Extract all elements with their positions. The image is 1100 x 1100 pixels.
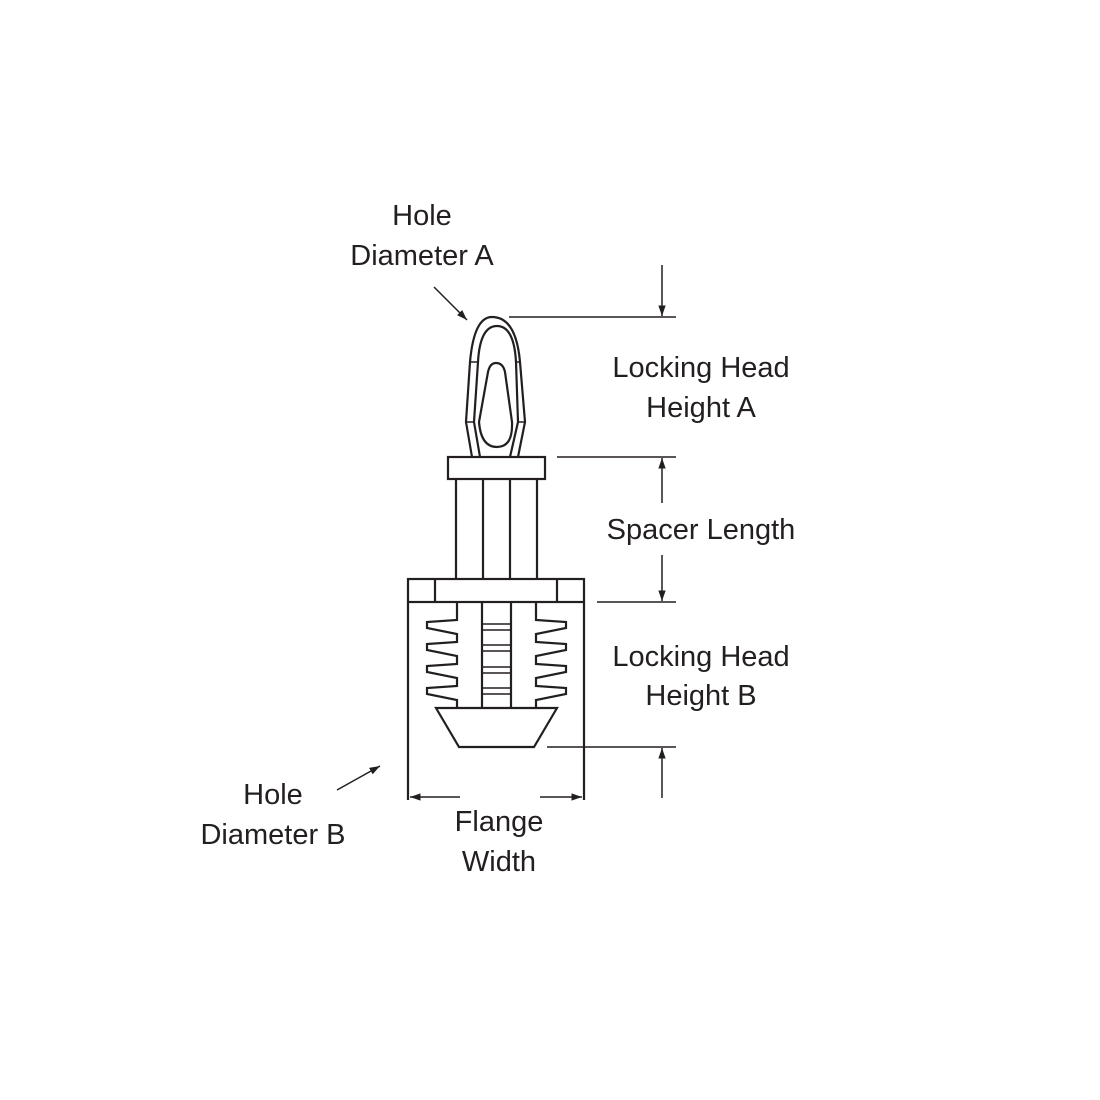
label-locking-head-height-b-line2: Height B: [645, 680, 756, 712]
label-hole-diameter-b-line1: Hole: [243, 779, 303, 811]
spacer-posts: [454, 479, 539, 579]
label-spacer-length: Spacer Length: [607, 514, 796, 546]
label-hole-diameter-b-line2: Diameter B: [200, 819, 345, 851]
flange: [406, 577, 586, 800]
label-locking-head-height-b-line1: Locking Head: [612, 641, 789, 673]
label-locking-head-height-a-line1: Locking Head: [612, 352, 789, 384]
label-hole-diameter-a-line2: Diameter A: [350, 240, 494, 272]
label-hole-diameter-a-line1: Hole: [392, 200, 452, 232]
locking-head-a: [464, 315, 527, 458]
collar: [446, 455, 547, 481]
label-locking-head-height-a-line2: Height A: [646, 392, 756, 424]
label-flange-width-line1: Flange: [455, 806, 544, 838]
label-flange-width-line2: Width: [462, 846, 536, 878]
dimension-lines: [336, 265, 676, 801]
locking-head-b: [425, 602, 568, 749]
